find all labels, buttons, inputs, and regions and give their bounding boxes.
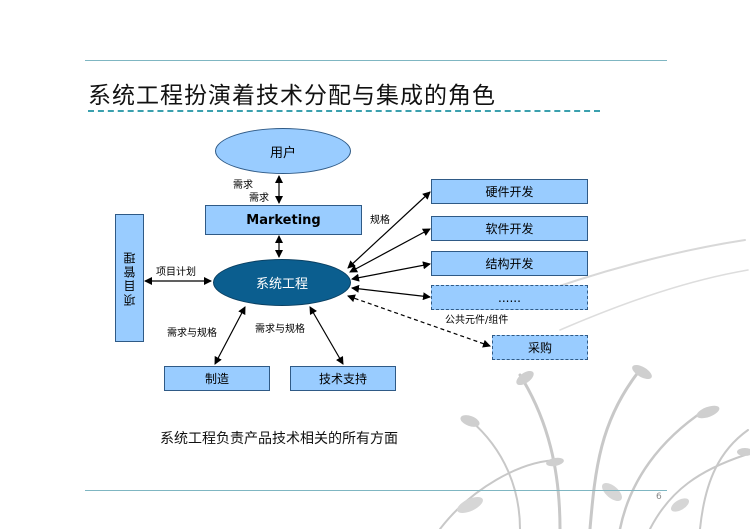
node-software: 软件开发 (431, 216, 588, 241)
node-project-management: 项目管理 (115, 214, 144, 342)
slide-title: 系统工程扮演着技术分配与集成的角色 (88, 83, 496, 109)
node-manufacturing: 制造 (164, 366, 270, 391)
node-user: 用户 (215, 128, 351, 174)
edge-se-software (349, 228, 431, 273)
edge-label-req-spec-right: 需求与规格 (255, 324, 305, 335)
node-marketing: Marketing (205, 205, 362, 235)
page-number: 6 (656, 492, 662, 502)
node-more: ...... (431, 285, 588, 310)
bottom-rule (85, 490, 667, 491)
node-structure: 结构开发 (431, 251, 588, 276)
slide-caption: 系统工程负责产品技术相关的所有方面 (160, 431, 398, 447)
edge-label-req-spec-left: 需求与规格 (167, 328, 217, 339)
edge-label-req2: 需求 (249, 193, 269, 204)
edge-label-req1: 需求 (233, 180, 253, 191)
edge-label-project-plan: 项目计划 (156, 267, 196, 278)
edge-label-spec: 规格 (370, 215, 390, 226)
edge-se-support (309, 306, 344, 365)
edge-se-more (351, 284, 431, 301)
title-dashed-rule (88, 110, 600, 112)
node-procurement: 采购 (492, 335, 588, 360)
edge-se-manufacturing (214, 306, 246, 365)
node-project-management-label: 项目管理 (123, 250, 137, 306)
node-hardware: 硬件开发 (431, 179, 588, 204)
edge-se-structure (351, 261, 431, 282)
edge-label-common-parts: 公共元件/组件 (445, 315, 509, 326)
node-systems-engineering: 系统工程 (213, 259, 351, 306)
top-rule (85, 60, 667, 61)
node-tech-support: 技术支持 (290, 366, 396, 391)
